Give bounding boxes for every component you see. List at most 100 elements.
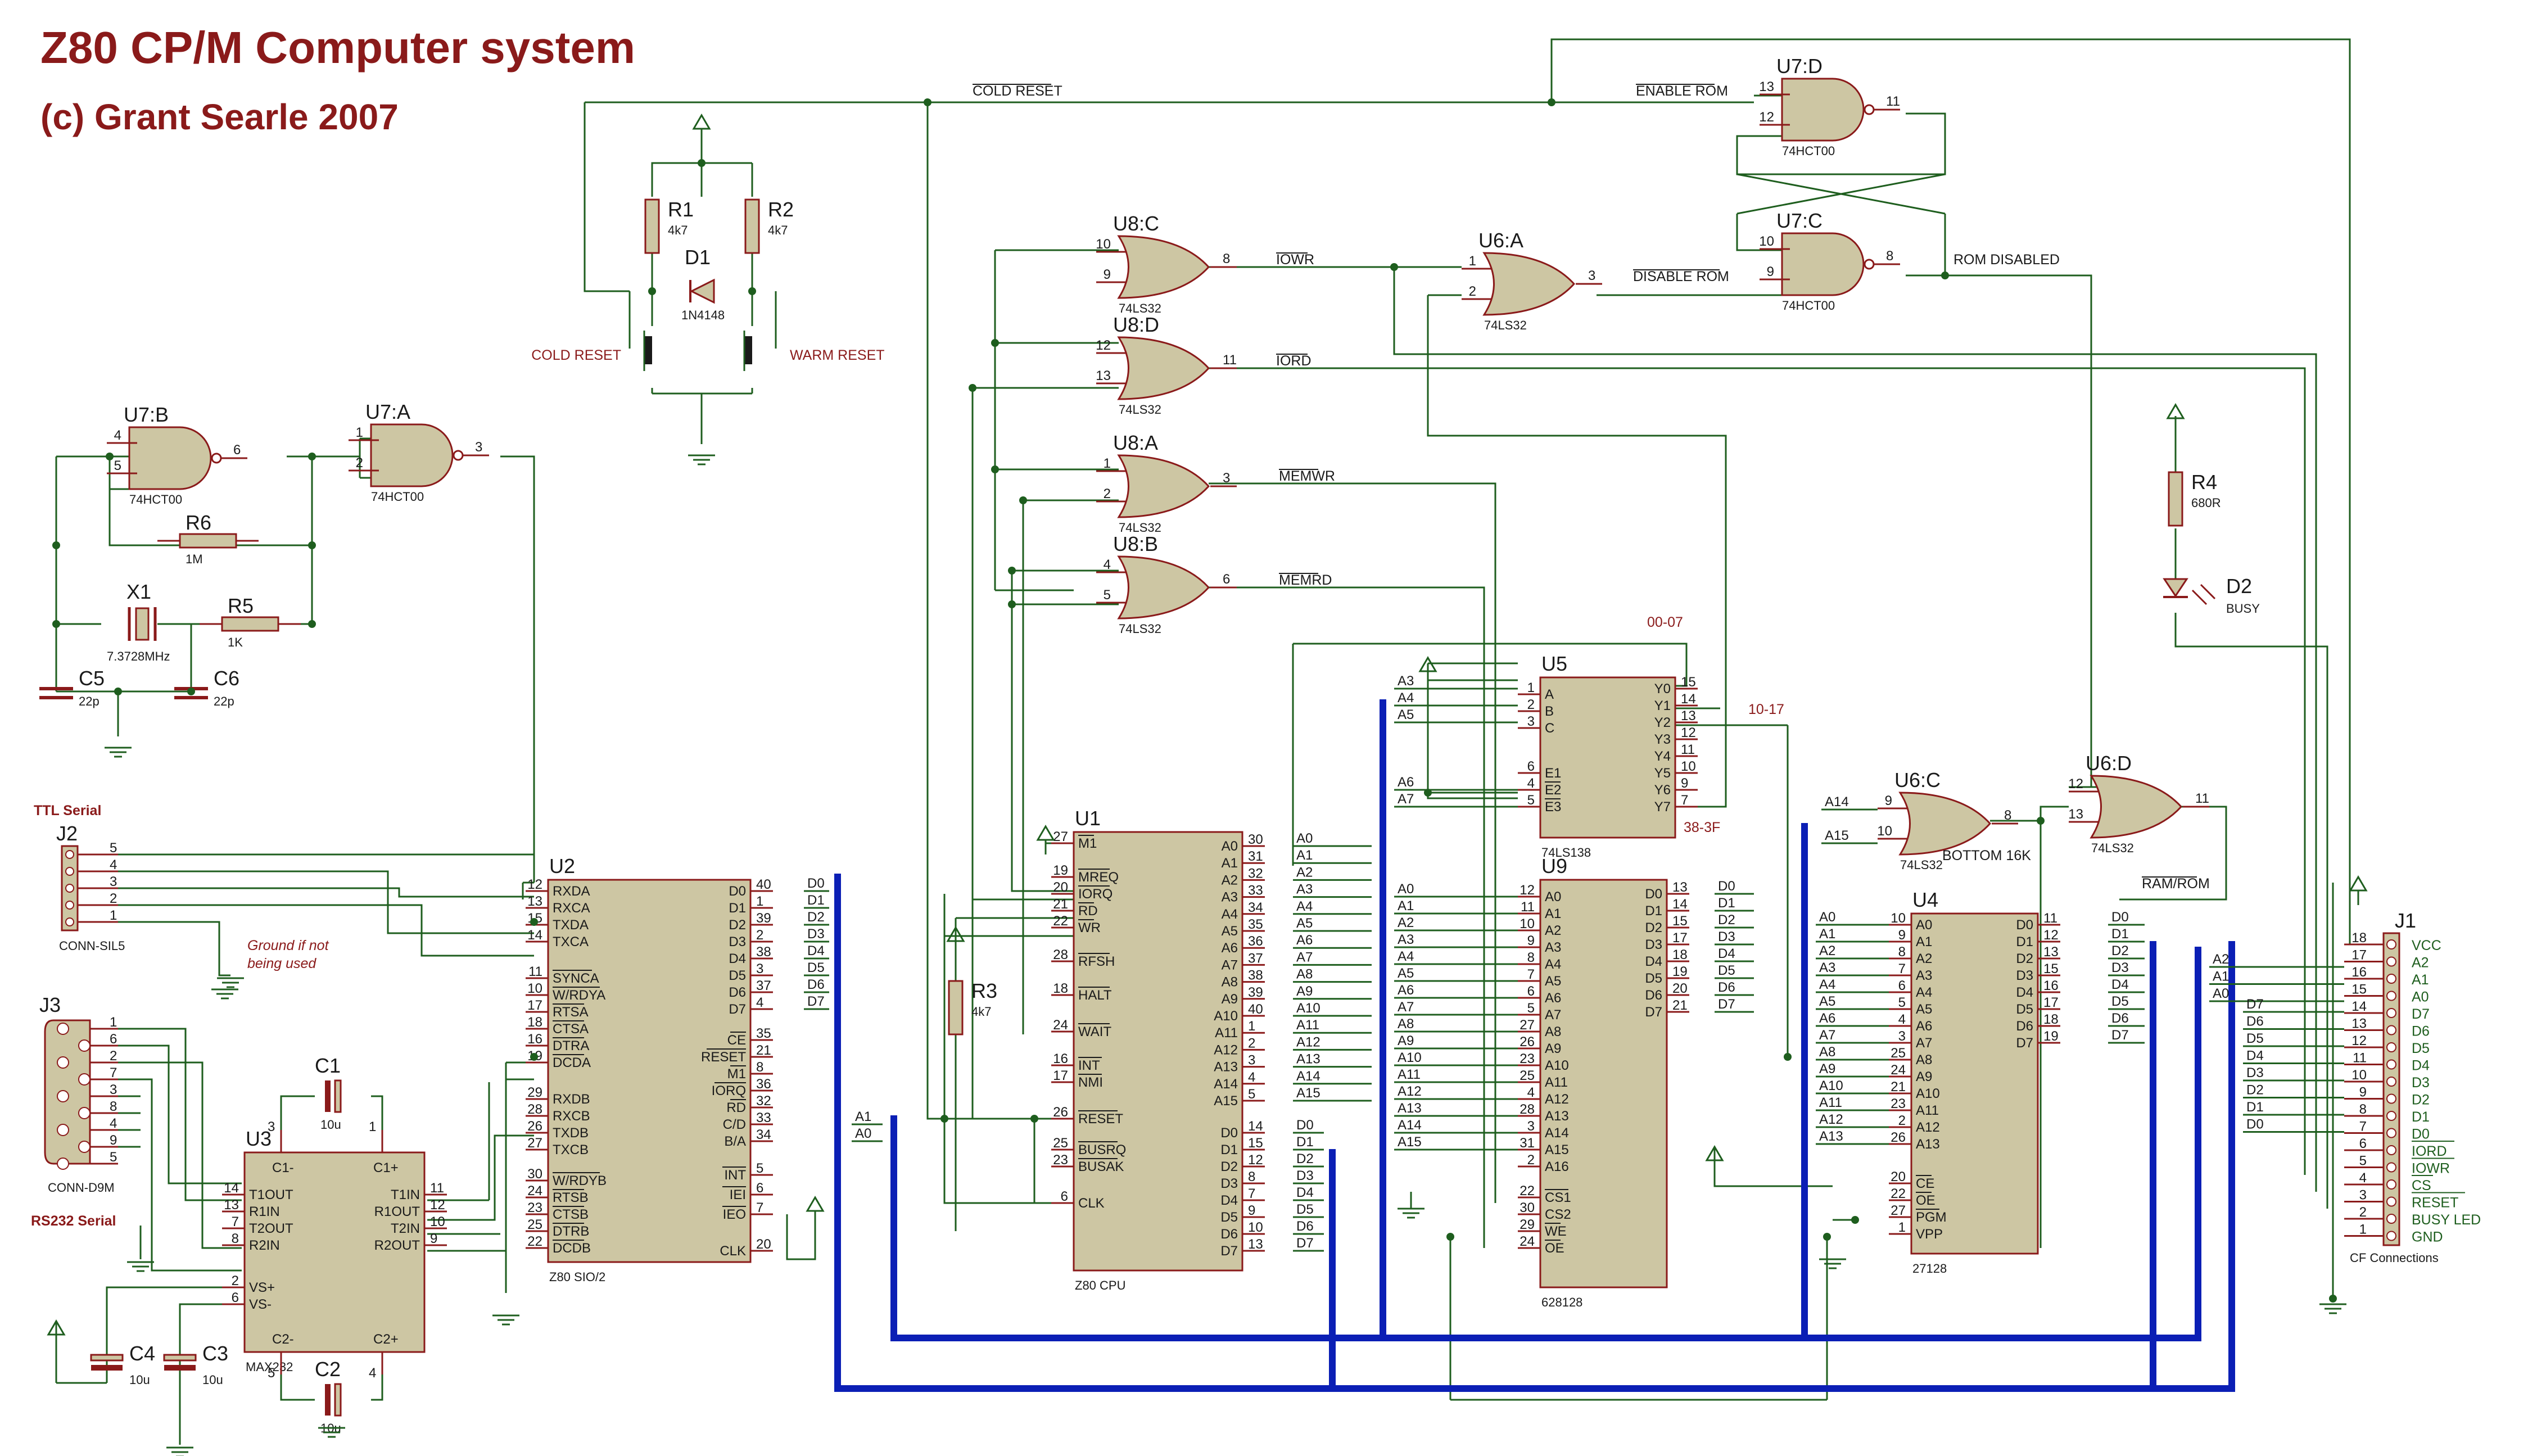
cap-plate: [334, 1383, 342, 1417]
gate-pin-number: 8: [2004, 808, 2011, 823]
vcc-arrow-icon: [1418, 656, 1437, 686]
junction-dot: [1008, 567, 1016, 575]
j1-pin: [2386, 974, 2396, 984]
gate-pin-number: 10: [1877, 824, 1892, 839]
u1-pin-name: A3: [1222, 890, 1238, 905]
j1-signal-label: D2: [2412, 1092, 2430, 1108]
u4-pin-name: A10: [1916, 1086, 1940, 1101]
bus-tap-label: A1: [1398, 898, 1414, 914]
u2-pin-number: 32: [756, 1093, 771, 1109]
bus-tap-label: D4: [1718, 946, 1735, 961]
u4-pin-name: A5: [1916, 1002, 1932, 1017]
j1-signal-label: D3: [2412, 1075, 2430, 1091]
u5-pin-name: Y6: [1654, 783, 1671, 798]
bus-tap-label: A6: [1819, 1011, 1835, 1026]
junction-dot: [969, 384, 976, 392]
u9-pin-name: D0: [1645, 887, 1662, 902]
vcc-arrow-icon: [1036, 825, 1055, 854]
crystal-body: [135, 607, 150, 641]
bus-tap-label: A10: [1398, 1050, 1422, 1065]
bus-tap-label: D4: [807, 943, 825, 958]
bus-tap-label: D4: [2246, 1048, 2264, 1064]
vcc-arrow-icon: [1705, 1145, 1724, 1175]
ground-icon: [217, 977, 244, 988]
u2-pin-number: 13: [527, 894, 542, 909]
gate-pin-number: 4: [1104, 557, 1111, 572]
junction-dot: [1851, 1216, 1859, 1224]
j1-signal-label: D7: [2412, 1006, 2430, 1022]
u9-pin-number: 11: [1521, 899, 1535, 915]
bus-tap-label: A3: [1398, 673, 1414, 689]
u9-pin-number: 18: [1672, 947, 1688, 962]
u2-pin-name: CTSA: [553, 1021, 589, 1037]
gate-pin-number: 12: [1759, 110, 1774, 125]
u9-pin-name: WE: [1545, 1224, 1567, 1239]
u2-pin-name: D4: [729, 951, 746, 966]
u4-pin-number: 17: [2043, 995, 2059, 1010]
bus-tap-label: D6: [1296, 1219, 1314, 1234]
u2-pin-number: 10: [527, 981, 542, 996]
bus-tap-label: D5: [2246, 1031, 2264, 1046]
gate-ref: U6:C: [1894, 768, 1941, 792]
u3-pin-name: R2IN: [249, 1238, 280, 1253]
gate-ref: U7:D: [1776, 55, 1823, 78]
u9-pin-name: A10: [1545, 1058, 1569, 1073]
u4-pin-name: A12: [1916, 1120, 1940, 1135]
c6-ref: C6: [214, 667, 239, 690]
u3-part: MAX232: [246, 1360, 293, 1374]
u4-pin-name: D5: [2016, 1002, 2033, 1017]
u5-pin-number: 4: [1527, 776, 1535, 791]
u9-pin-number: 15: [1672, 914, 1688, 929]
r1-value: 4k7: [668, 223, 688, 237]
u1-pin-number: 21: [1053, 897, 1068, 912]
u2-pin-number: 2: [756, 928, 763, 943]
u1-pin-number: 39: [1248, 985, 1263, 1000]
gate-part: 74HCT00: [129, 492, 182, 507]
u1-pin-name: RD: [1078, 903, 1098, 919]
u2-pin-number: 38: [756, 944, 771, 960]
u5-pin-name: E1: [1545, 766, 1561, 781]
bus-tap-label: D7: [807, 994, 825, 1009]
u9-ref: U9: [1541, 854, 1567, 878]
bus-tap-label: A12: [1398, 1084, 1422, 1099]
warm-reset-label: WARM RESET: [790, 347, 885, 363]
u1-pin-number: 12: [1248, 1152, 1263, 1168]
d2-value: BUSY: [2226, 602, 2260, 616]
u2-pin-number: 40: [756, 877, 771, 892]
u2-pin-number: 3: [756, 961, 763, 976]
u5-pin-name: Y2: [1654, 715, 1671, 730]
bus-tap-label: D5: [1296, 1202, 1314, 1217]
c3-value: 10u: [202, 1373, 223, 1387]
diode-body: [689, 278, 715, 304]
bus-tap-label: D2: [2111, 943, 2129, 958]
or-gate-body: [1117, 235, 1210, 299]
bus-tap-label: A1: [855, 1109, 871, 1124]
junction-dot: [991, 339, 999, 347]
j1-pin: [2386, 1162, 2396, 1173]
j3-pin: [57, 1023, 69, 1035]
u1-pin-number: 1: [1248, 1019, 1255, 1034]
u1-pin-name: D2: [1220, 1159, 1238, 1174]
u2-pin-number: 22: [527, 1234, 542, 1249]
gate-pin-number: 13: [1096, 368, 1111, 383]
u3-pin-name: VS-: [249, 1297, 272, 1312]
c2-ref: C2: [315, 1358, 341, 1381]
u2-pin-name: D0: [729, 884, 746, 899]
u2-pin-number: 36: [756, 1077, 771, 1092]
c6-value: 22p: [214, 694, 234, 708]
u1-pin-name: A10: [1214, 1009, 1238, 1024]
j3-pin: [57, 1056, 69, 1069]
resistor-body: [948, 980, 964, 1036]
d1-ref: D1: [685, 246, 711, 269]
u9-pin-name: D3: [1645, 937, 1662, 952]
u2-pin-number: 21: [756, 1043, 771, 1058]
j2-part: CONN-SIL5: [59, 939, 125, 953]
u9-pin-name: CS1: [1545, 1190, 1571, 1205]
u1-pin-name: A12: [1214, 1042, 1238, 1057]
j2-pin-number: 1: [110, 908, 117, 923]
u3-pin-name: C2-: [272, 1332, 294, 1347]
